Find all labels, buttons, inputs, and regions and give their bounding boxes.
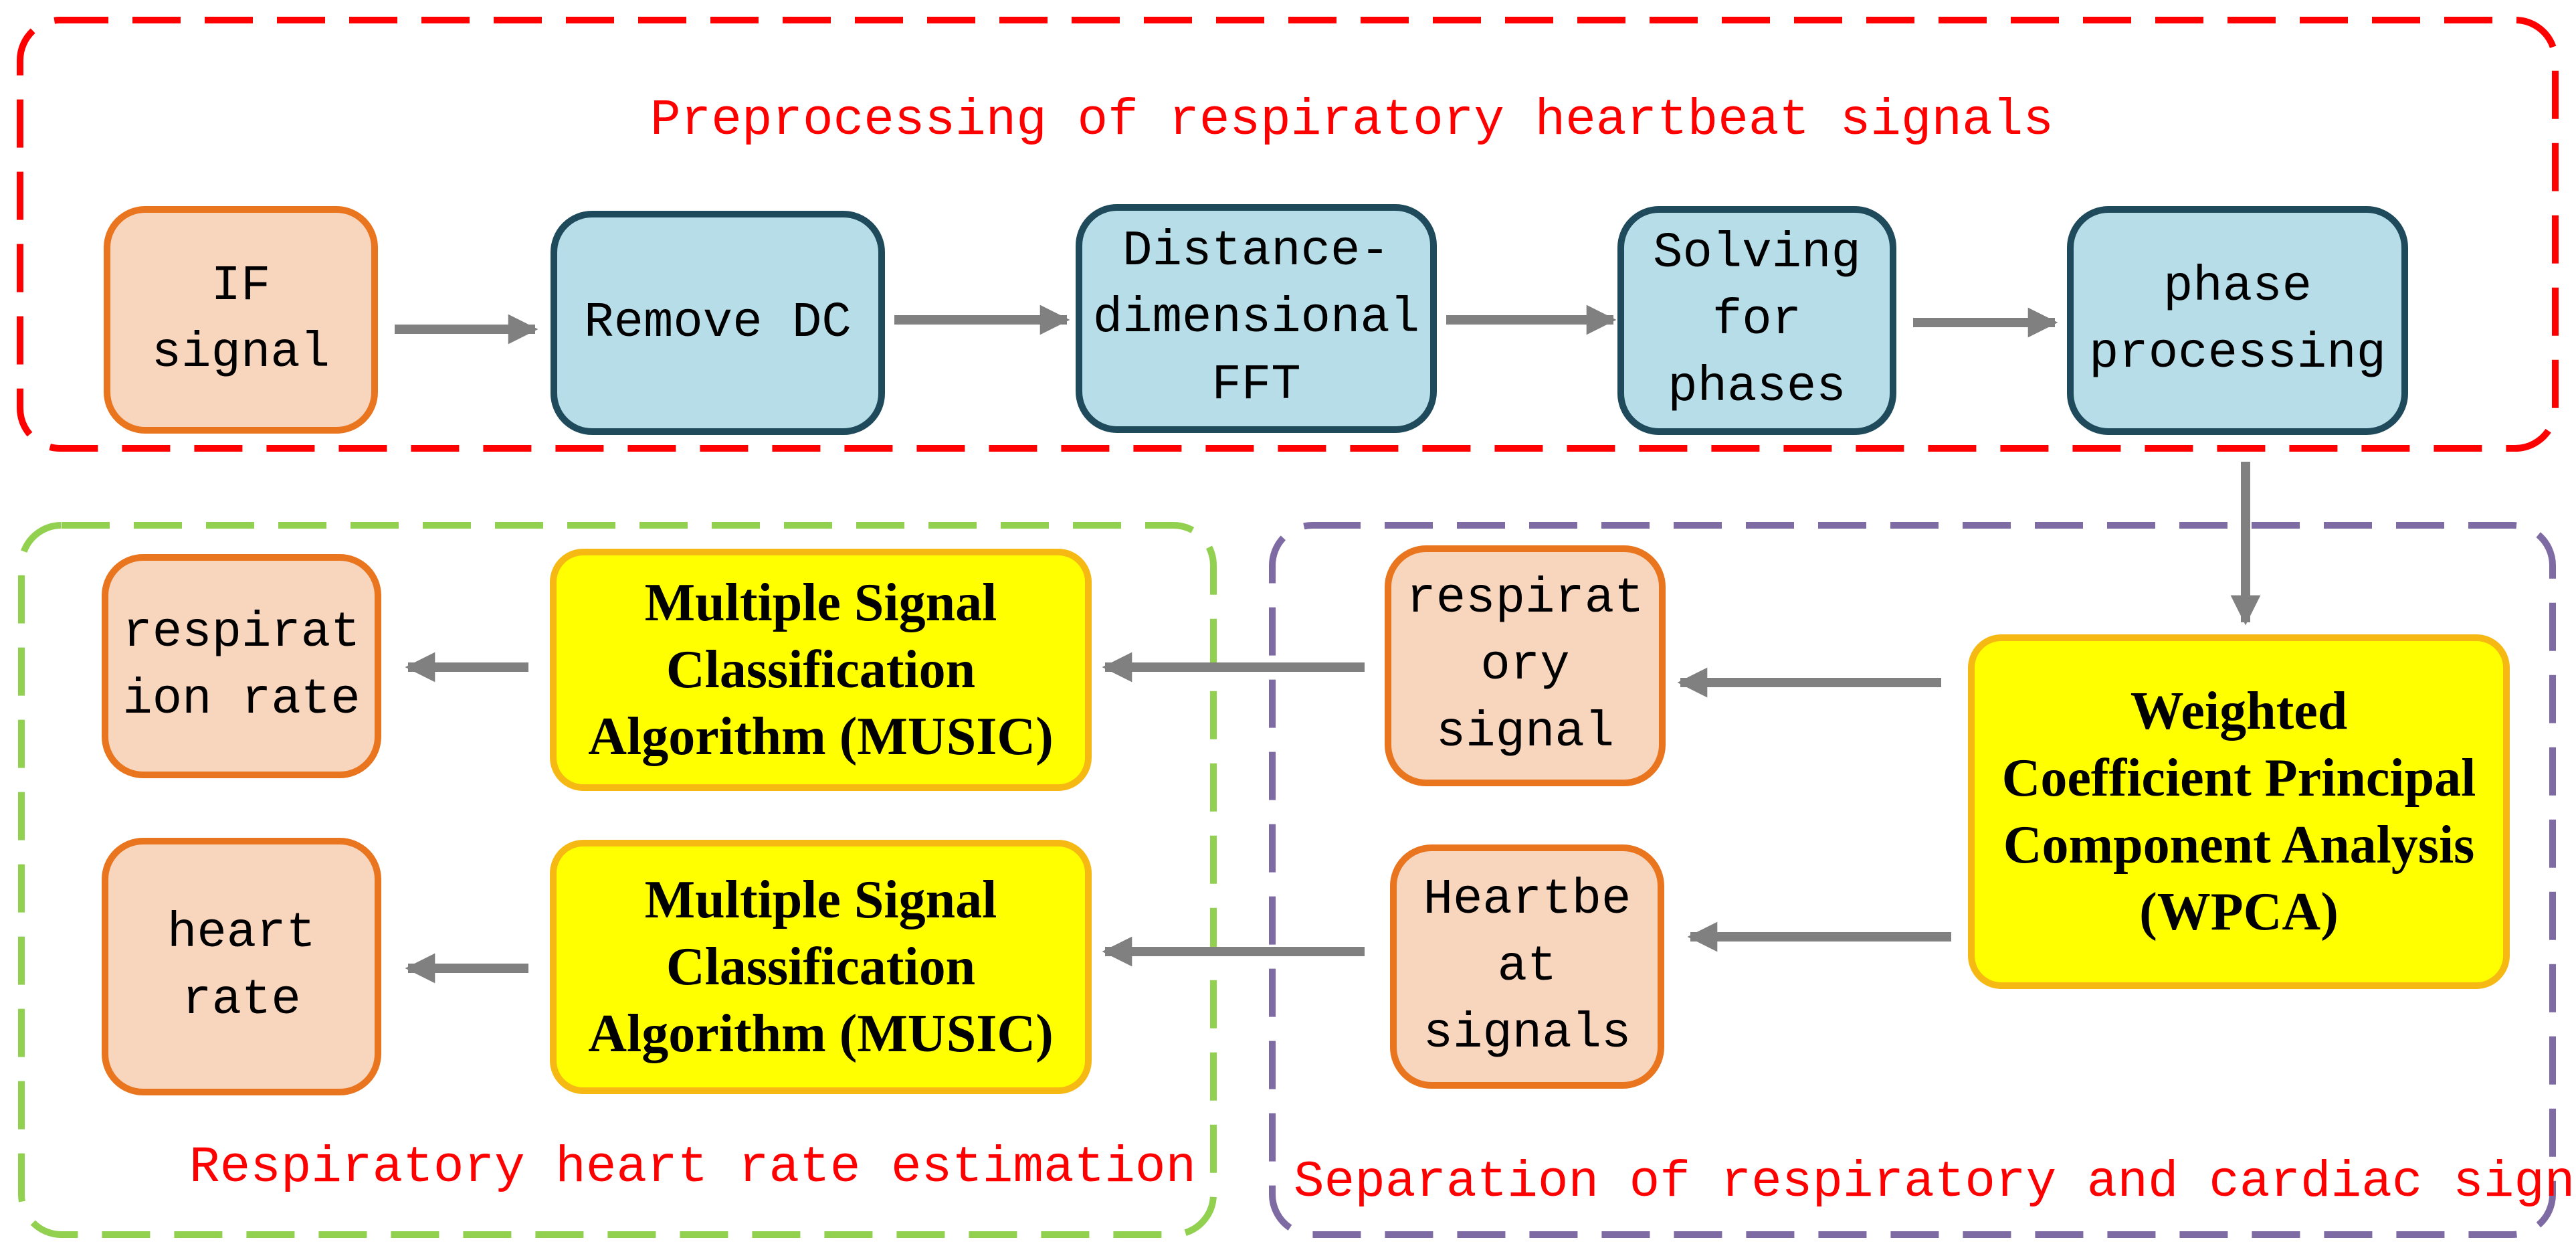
node-heartbeat-signals: Heartbe at signals bbox=[1390, 844, 1664, 1089]
preprocessing-title: Preprocessing of respiratory heartbeat s… bbox=[650, 92, 2054, 149]
node-respiratory-signal: respirat ory signal bbox=[1385, 545, 1666, 786]
node-heart-rate: heart rate bbox=[102, 838, 381, 1095]
preprocessing-region-border bbox=[17, 17, 2559, 452]
node-solving-phases: Solving for phases bbox=[1617, 206, 1896, 435]
node-wpca: Weighted Coefficient Principal Component… bbox=[1968, 634, 2510, 989]
node-distance-fft: Distance- dimensional FFT bbox=[1076, 204, 1437, 433]
node-phase-processing: phase processing bbox=[2067, 206, 2408, 435]
node-music-top: Multiple Signal Classification Algorithm… bbox=[550, 549, 1092, 791]
node-remove-dc: Remove DC bbox=[551, 211, 885, 435]
estimation-title: Respiratory heart rate estimation bbox=[189, 1139, 1197, 1196]
node-music-bottom: Multiple Signal Classification Algorithm… bbox=[550, 840, 1092, 1094]
separation-region-border bbox=[1269, 522, 2556, 1238]
estimation-region-border bbox=[18, 522, 1217, 1238]
node-respiration-rate: respirat ion rate bbox=[102, 554, 381, 778]
separation-title: Separation of respiratory and cardiac si… bbox=[1294, 1154, 2576, 1211]
node-if-signal: IF signal bbox=[104, 206, 378, 434]
